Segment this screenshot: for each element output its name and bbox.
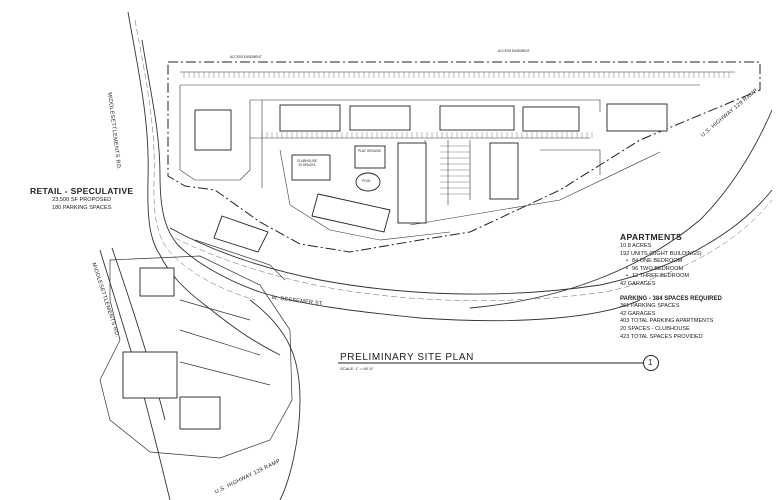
retail-line-1: 23,500 SF PROPOSED xyxy=(52,197,112,203)
apartment-building-5 xyxy=(606,103,668,132)
plan-title: PRELIMINARY SITE PLAN xyxy=(340,352,474,363)
clubhouse-label: CLUBHOUSE 20 SPACES xyxy=(297,159,317,167)
sheet-number: 1 xyxy=(648,358,653,367)
access-easement-label-1: ACCESS EASEMENT xyxy=(230,55,262,59)
parking-line-2: 42 GARAGES xyxy=(620,310,656,317)
parking-title: PARKING - 384 SPACES REQUIRED xyxy=(620,295,722,302)
retail-notes: RETAIL - SPECULATIVE 23,500 SF PROPOSED … xyxy=(30,186,133,212)
apartment-building-2 xyxy=(349,105,411,131)
south-retail-lot xyxy=(99,255,293,459)
apartments-title: APARTMENTS xyxy=(620,232,683,242)
west-road-edge-3 xyxy=(111,247,166,421)
parking-line-5: 423 TOTAL SPACES PROVIDED xyxy=(620,333,703,340)
access-easement-label-2: ACCESS EASEMENT xyxy=(498,49,530,53)
apartments-bullet-1: 84 ONE BEDROOM xyxy=(620,258,722,266)
apartment-building-4 xyxy=(522,106,580,132)
pool xyxy=(355,172,381,192)
middlesettlements-rd-west-edge xyxy=(127,11,281,356)
hwy-129-ramp-edge xyxy=(469,109,773,309)
retail-building-north xyxy=(194,109,232,151)
retail-building-south-2 xyxy=(122,351,178,399)
apartment-building-8 xyxy=(311,193,391,233)
retail-line-2: 180 PARKING SPACES xyxy=(51,204,112,211)
clubhouse xyxy=(291,154,331,181)
sheet-number-circle xyxy=(643,355,659,371)
hwy-ramp-edge xyxy=(249,299,301,500)
apartments-bullet-2: 96 TWO BEDROOM xyxy=(620,266,722,274)
parking-line-1: 361 PARKING SPACES xyxy=(620,303,680,310)
apartments-acres: 10.8 ACRES xyxy=(620,243,652,249)
apartments-notes: APARTMENTS 10.8 ACRES 192 UNITS (EIGHT B… xyxy=(620,232,722,341)
pool-label: POOL xyxy=(362,179,371,183)
play-ground xyxy=(354,145,386,169)
apartment-building-3 xyxy=(439,105,515,131)
retail-title: RETAIL - SPECULATIVE xyxy=(30,186,134,196)
retail-building-east xyxy=(213,215,269,253)
parking-line-3: 403 TOTAL PARKING APARTMENTS xyxy=(620,318,714,325)
apartments-bullet-3: 12 THREE BEDROOM xyxy=(620,273,722,281)
apartments-units: 192 UNITS (EIGHT BUILDINGS) xyxy=(620,250,702,257)
property-boundary xyxy=(167,61,761,253)
plan-scale: SCALE: 1" = 60'-0" xyxy=(340,366,374,371)
apartment-building-7 xyxy=(489,142,519,200)
middlesettlements-rd-east-edge xyxy=(141,39,641,322)
apartments-garages: 42 GARAGES xyxy=(620,280,656,287)
play-ground-label: PLAY GROUND xyxy=(358,149,381,153)
west-road-edge-2 xyxy=(99,249,171,500)
apartment-building-1 xyxy=(279,104,341,132)
bessemer-st-north-edge xyxy=(169,189,773,295)
parking-line-4: 20 SPACES - CLUBHOUSE xyxy=(620,325,690,332)
apartment-building-6 xyxy=(397,142,427,224)
retail-building-south-1 xyxy=(139,267,175,297)
retail-building-south-3 xyxy=(179,396,221,430)
